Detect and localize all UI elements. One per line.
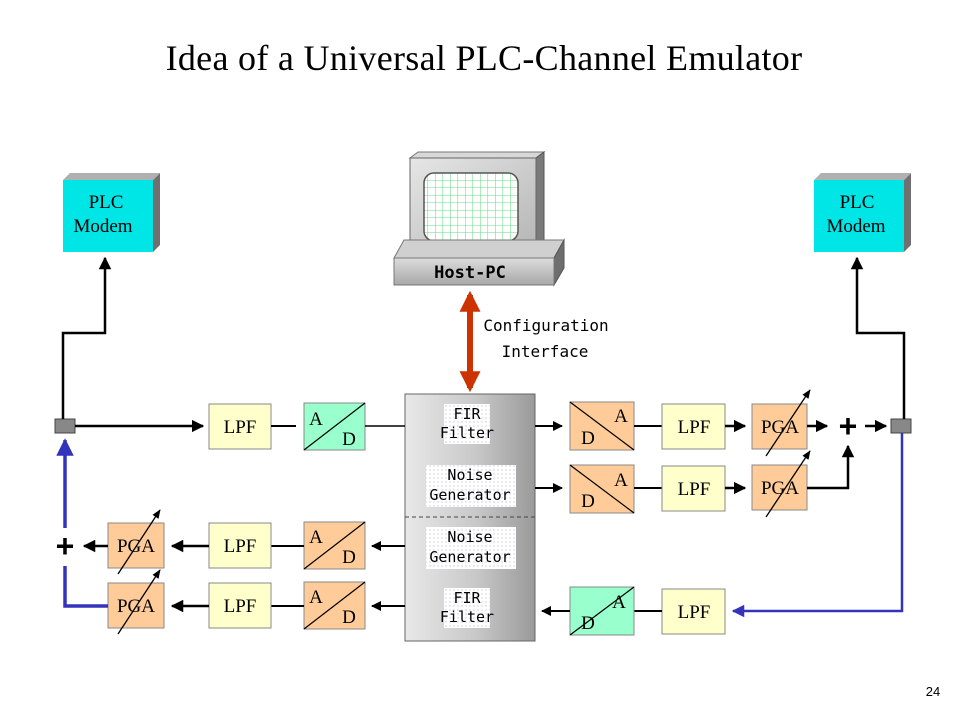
svg-text:D: D [342, 607, 356, 628]
svg-text:PGA: PGA [761, 478, 799, 499]
svg-text:A: A [614, 470, 628, 491]
svg-text:A: A [612, 592, 626, 613]
svg-text:LPF: LPF [224, 536, 257, 557]
blue-link-left-bottom [63, 566, 108, 608]
svg-text:Modem: Modem [826, 216, 885, 237]
svg-text:A: A [309, 587, 323, 608]
monitor-screen [423, 172, 519, 242]
svg-text:Filter: Filter [440, 608, 494, 626]
host-pc-label: Host-PC [434, 263, 506, 283]
svg-text:D: D [581, 491, 595, 512]
svg-text:LPF: LPF [678, 417, 711, 438]
dac-mid-right: A D [569, 464, 635, 514]
svg-text:A: A [309, 527, 323, 548]
adc-top-left: A D [303, 402, 366, 451]
dac-bottom-left: A D [303, 581, 366, 630]
adc-bottom-right: A D [569, 586, 635, 636]
svg-text:Modem: Modem [73, 216, 132, 237]
lpf-bottom-left: LPF [208, 582, 272, 629]
blue-link-right [731, 433, 904, 618]
svg-text:A: A [614, 406, 628, 427]
svg-text:Noise: Noise [447, 528, 492, 546]
dac-top-right: A D [569, 401, 635, 451]
svg-text:FIR: FIR [453, 589, 481, 607]
svg-text:LPF: LPF [224, 596, 257, 617]
processor-block: FIR Filter Noise Generator Noise Generat… [404, 393, 536, 642]
lpf-mid-right: LPF [661, 465, 726, 512]
page-title: Idea of a Universal PLC-Channel Emulator [166, 38, 803, 78]
summer-right: + [839, 408, 858, 444]
svg-text:D: D [342, 547, 356, 568]
fir-filter-top: FIR Filter [440, 404, 494, 444]
svg-text:D: D [342, 429, 356, 450]
right-modem-link [850, 256, 906, 419]
svg-text:A: A [309, 409, 323, 430]
dac-mid-left: A D [303, 521, 366, 570]
plc-modem-left: PLC Modem [63, 173, 160, 252]
host-pc: Host-PC [393, 151, 565, 287]
lpf-mid-left: LPF [208, 522, 272, 569]
svg-text:Generator: Generator [429, 486, 510, 504]
svg-text:FIR: FIR [453, 405, 481, 423]
lpf-top-left: LPF [208, 403, 272, 450]
svg-text:LPF: LPF [678, 479, 711, 500]
svg-text:PLC: PLC [840, 192, 875, 213]
coupler-right [890, 418, 912, 434]
noise-generator-bottom: Noise Generator [426, 527, 516, 569]
svg-text:PLC: PLC [89, 192, 124, 213]
pga-left-2: PGA [107, 569, 165, 635]
svg-text:LPF: LPF [678, 602, 711, 623]
pga-top-right-1: PGA [751, 389, 811, 457]
svg-text:Filter: Filter [440, 424, 494, 442]
svg-text:D: D [581, 428, 595, 449]
config-interface-label-1: Configuration [483, 316, 608, 335]
noise-generator-top: Noise Generator [426, 465, 516, 507]
fir-filter-bottom: FIR Filter [440, 588, 494, 628]
svg-text:Generator: Generator [429, 548, 510, 566]
lpf-bottom-right: LPF [661, 588, 726, 635]
svg-text:D: D [581, 613, 595, 634]
plc-modem-right: PLC Modem [814, 173, 911, 252]
config-interface-label-2: Interface [502, 342, 589, 361]
left-modem-link [61, 256, 112, 419]
svg-text:PGA: PGA [761, 417, 799, 438]
svg-text:LPF: LPF [224, 417, 257, 438]
page-number: 24 [926, 684, 940, 699]
svg-text:Noise: Noise [447, 466, 492, 484]
pga-left-1: PGA [107, 509, 165, 575]
coupler-left [54, 418, 76, 434]
lpf-top-right: LPF [661, 403, 726, 450]
summer-left: + [56, 528, 75, 564]
pga-top-right-2: PGA [751, 450, 811, 518]
